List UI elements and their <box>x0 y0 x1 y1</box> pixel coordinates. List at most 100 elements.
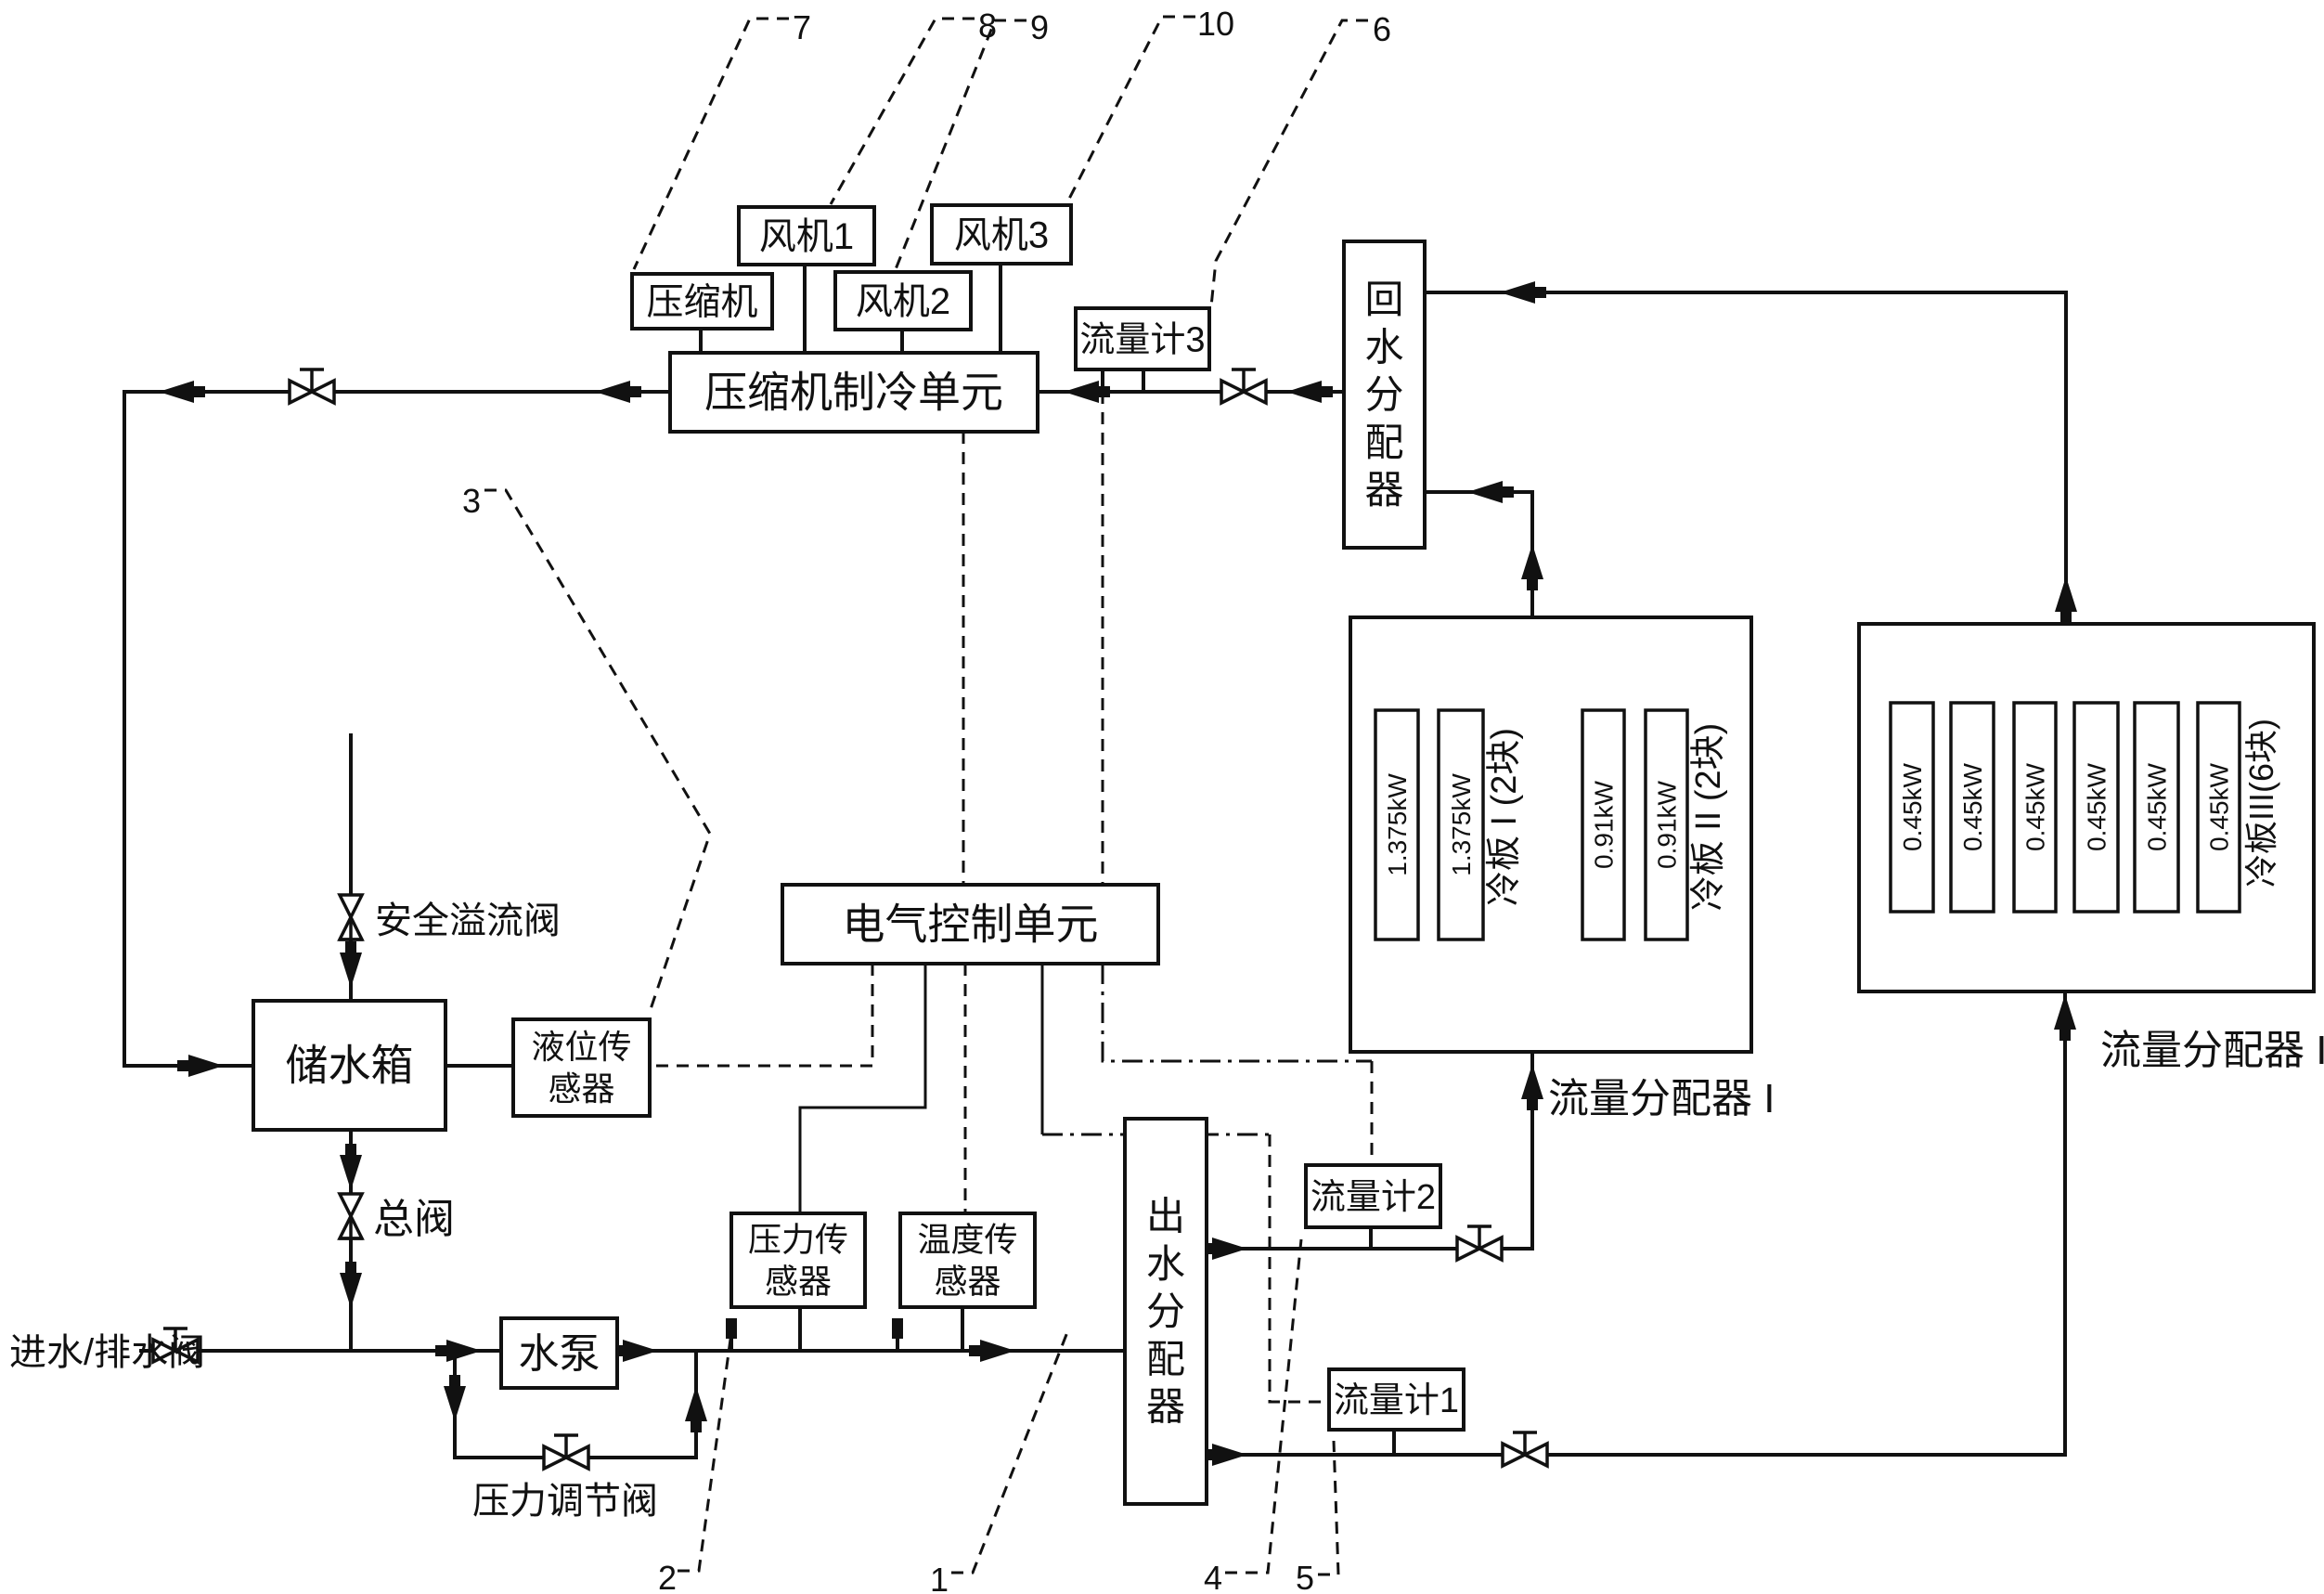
callout-7: 7 <box>793 8 811 46</box>
plate-II-1 <box>1581 708 1626 941</box>
box-temperature-sensor <box>898 1212 1037 1309</box>
box-outlet-distributor <box>1123 1117 1208 1506</box>
callout-10: 10 <box>1197 5 1234 43</box>
valve-safety-overflow-icon <box>337 893 365 941</box>
plate-I-1 <box>1374 708 1420 941</box>
flow-arrow-icon <box>1467 481 1514 503</box>
box-flowmeter-2-label: 流量计2 <box>1310 1178 1436 1217</box>
callout-5-leader <box>1318 1440 1340 1576</box>
plate-III-2-capacity: 0.45kW <box>1958 762 1987 850</box>
plate-III-4 <box>2072 701 2120 914</box>
pipe-outlet-lower <box>1207 991 2067 1457</box>
box-flowmeter-1 <box>1327 1367 1465 1432</box>
callout-2: 2 <box>658 1559 677 1594</box>
ctl-flowmeter1 <box>1268 1134 1329 1404</box>
flow-arrow-icon <box>1521 544 1543 590</box>
callout-4: 4 <box>1204 1559 1222 1594</box>
flow-arrow-icon <box>2054 994 2076 1041</box>
valve-loop2-line-icon <box>1455 1225 1504 1263</box>
flow-arrow-icon <box>1500 281 1546 304</box>
flow-arrow-icon <box>1286 381 1333 403</box>
ctl-level-sensor <box>650 964 874 1068</box>
plate-III-3-capacity: 0.45kW <box>2021 762 2050 850</box>
box-flowmeter-2 <box>1304 1163 1442 1229</box>
callout-6: 6 <box>1373 10 1391 48</box>
flow-arrow-icon <box>444 1375 466 1421</box>
callout-8-leader <box>829 17 975 205</box>
valve-loop1-line-icon <box>1501 1431 1549 1469</box>
valve-inlet-drain-icon <box>151 1327 200 1365</box>
box-flowmeter-3-label: 流量计3 <box>1079 320 1205 359</box>
box-water-pump <box>499 1316 619 1390</box>
ctl-flowmeter2 <box>1101 964 1372 1063</box>
plate-III-6-capacity: 0.45kW <box>2205 762 2234 850</box>
box-chiller-unit <box>668 351 1039 434</box>
plate-I-2 <box>1437 708 1485 941</box>
box-fan3 <box>930 203 1073 266</box>
flow-arrow-icon <box>435 1340 482 1362</box>
callout-9: 9 <box>1030 8 1049 46</box>
plate-III-6 <box>2196 701 2241 914</box>
valve-main-icon <box>337 1192 365 1240</box>
plate-III-4-capacity: 0.45kW <box>2083 762 2111 850</box>
plate-III-5 <box>2133 701 2180 914</box>
box-fan1-label: 风机1 <box>759 216 854 257</box>
plate-I-1-capacity: 1.375kW <box>1383 773 1412 876</box>
tap-fitting-temperature <box>892 1318 903 1339</box>
box-water-tank-label: 储水箱 <box>286 1042 414 1090</box>
flow-arrow-icon <box>595 381 641 403</box>
label-pressure-regulating-valve: 压力调节阀 <box>472 1481 658 1522</box>
label-safety-overflow-valve: 安全溢流阀 <box>375 901 561 941</box>
box-water-pump-label: 水泵 <box>519 1331 600 1377</box>
box-flowmeter-1-label: 流量计1 <box>1334 1381 1459 1420</box>
box-fan3-label: 风机3 <box>954 215 1049 256</box>
flow-arrow-icon <box>177 1055 224 1077</box>
label-flow-distributor-2: 流量分配器 II <box>2100 1028 2324 1073</box>
flow-arrow-icon <box>2055 577 2077 623</box>
callout-1: 1 <box>930 1561 949 1594</box>
box-return-distributor-label: 回水分配器 <box>1364 278 1403 512</box>
flow-arrow-icon <box>969 1340 1015 1362</box>
pipe-distI-to-return <box>1425 490 1534 617</box>
flow-arrow-icon <box>1521 1064 1543 1110</box>
flow-arrow-icon <box>340 1144 362 1190</box>
box-outlet-distributor-label: 出水分配器 <box>1146 1195 1185 1429</box>
box-level-sensor <box>511 1017 652 1118</box>
box-return-distributor <box>1342 240 1427 550</box>
plate-III-5-capacity: 0.45kW <box>2143 762 2172 850</box>
box-fan2-label: 风机2 <box>856 281 950 322</box>
flow-arrow-icon <box>159 381 205 403</box>
box-water-tank <box>252 999 447 1132</box>
box-level-sensor-label: 液位传感器 <box>531 1028 631 1108</box>
plate-III-2 <box>1949 701 1995 914</box>
plate-III-1 <box>1889 701 1935 914</box>
box-pressure-sensor-label: 压力传感器 <box>748 1221 848 1301</box>
label-inlet-drain-valve: 进水/排水阀 <box>9 1332 205 1373</box>
callout-3-leader <box>484 488 712 1013</box>
callout-2-leader <box>678 1325 734 1573</box>
box-compressor <box>630 272 774 330</box>
box-fan1 <box>737 205 876 266</box>
box-flowmeter-3 <box>1074 306 1211 371</box>
callout-9-leader <box>894 19 1026 270</box>
label-coldplate-I: 冷板 I (2块) <box>1485 728 1524 906</box>
label-coldplate-III: 冷板III(6块) <box>2242 719 2280 888</box>
plate-III-3 <box>2012 701 2058 914</box>
callout-3: 3 <box>462 482 481 520</box>
valve-pressure-regulating-icon <box>542 1433 590 1471</box>
plate-II-1-capacity: 0.91kW <box>1590 780 1619 868</box>
valve-return-line-icon <box>1220 368 1268 406</box>
flow-arrow-icon <box>685 1386 707 1432</box>
callout-5: 5 <box>1296 1559 1314 1594</box>
plate-II-2-capacity: 0.91kW <box>1653 780 1682 868</box>
valve-chiller-supply-icon <box>288 368 336 406</box>
pipe-outlet-upper <box>1207 1052 1534 1251</box>
box-fan2 <box>833 270 973 331</box>
plate-I-2-capacity: 1.375kW <box>1447 773 1476 876</box>
label-flow-distributor-1: 流量分配器 I <box>1548 1076 1775 1121</box>
callout-8: 8 <box>978 6 997 45</box>
label-coldplate-II: 冷板 II (2块) <box>1689 723 1728 912</box>
callout-10-leader <box>1065 15 1195 203</box>
